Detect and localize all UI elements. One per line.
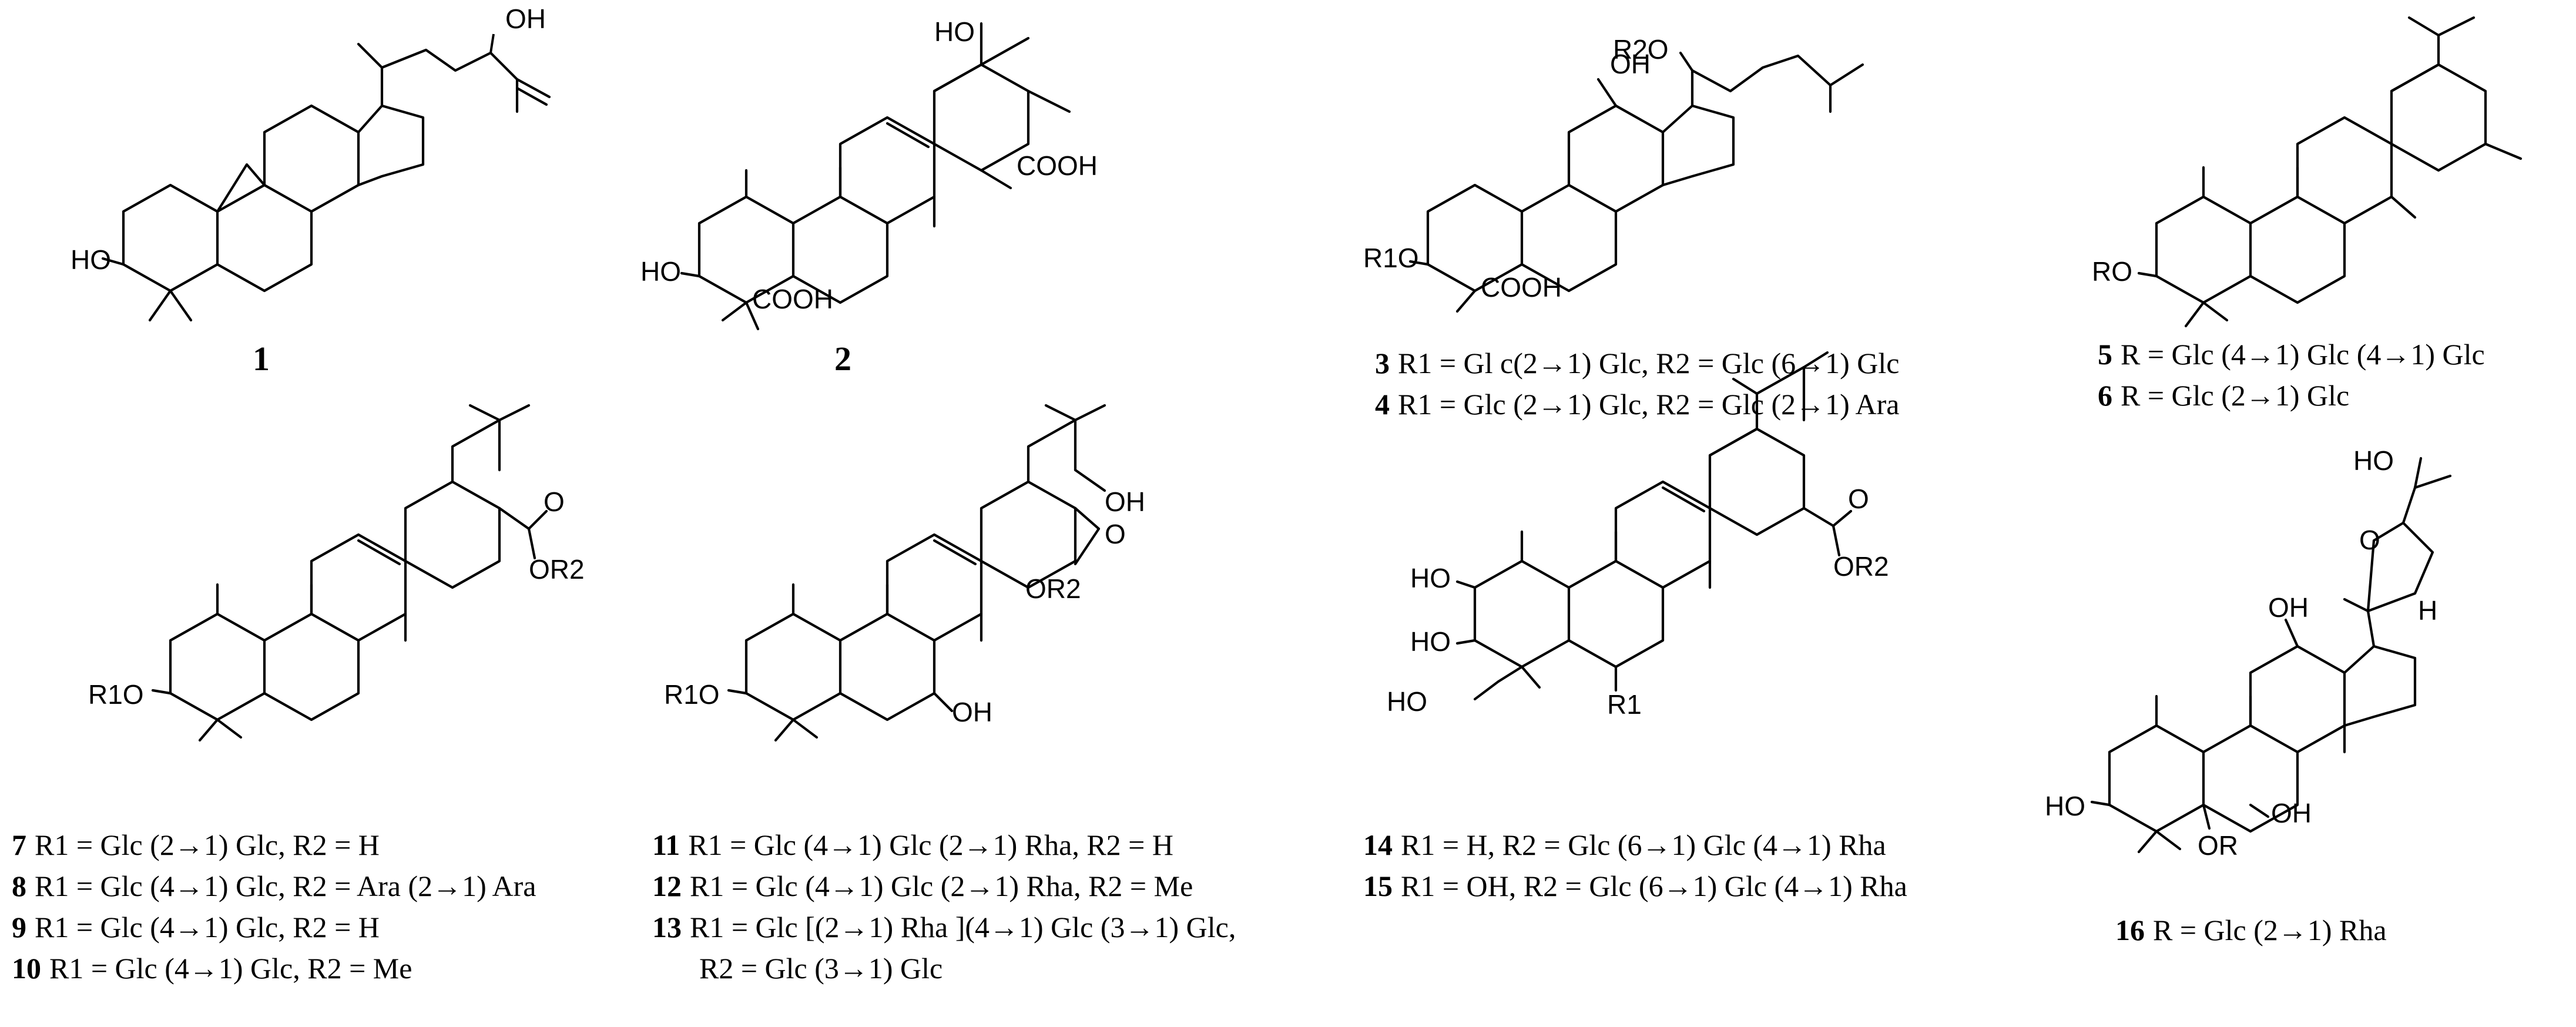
compound-11-o: O xyxy=(1105,519,1126,549)
caption-8-text: R1 = Glc (4→1) Glc, R2 = Ara (2→1) Ara xyxy=(35,870,536,902)
compound-2-ho-top: HO xyxy=(934,16,975,47)
caption-13-text: R1 = Glc [(2→1) Rha ](4→1) Glc (3→1) Glc… xyxy=(690,911,1236,944)
compound-14-or2: OR2 xyxy=(1833,551,1889,582)
compound-14-ho-2: HO xyxy=(1410,626,1451,657)
caption-9: 9 R1 = Glc (4→1) Glc, R2 = H xyxy=(12,911,380,944)
caption-7-number: 7 xyxy=(12,828,26,861)
compound-7-structure: O OR2 R1O xyxy=(88,404,585,742)
compound-14-structure: O OR2 HO HO HO R1 xyxy=(1387,351,1889,720)
caption-2: 2 xyxy=(834,340,851,378)
compound-14-ho-1: HO xyxy=(1410,563,1451,593)
caption-3-text: R1 = Gl c(2→1) Glc, R2 = Glc (6→1) Glc xyxy=(1398,347,1899,380)
caption-6-text: R = Glc (2→1) Glc xyxy=(2121,379,2349,412)
compound-14-ho-3: HO xyxy=(1387,686,1427,717)
compound-1-ho-left: HO xyxy=(71,244,111,275)
compound-16-h: H xyxy=(2418,595,2437,626)
caption-5: 5 R = Glc (4→1) Glc (4→1) Glc xyxy=(2098,338,2485,371)
caption-5-number: 5 xyxy=(2098,338,2112,371)
compound-2-cooh-bottom: COOH xyxy=(752,284,833,314)
compound-5-ro: RO xyxy=(2092,256,2132,287)
caption-12-number: 12 xyxy=(652,870,682,902)
compound-11-or2: OR2 xyxy=(1025,573,1081,604)
caption-12-text: R1 = Glc (4→1) Glc (2→1) Rha, R2 = Me xyxy=(690,870,1193,902)
compound-3-cooh: COOH xyxy=(1481,272,1562,303)
compound-2-cooh-right: COOH xyxy=(1017,150,1098,181)
compound-11-oh-b: OH xyxy=(952,697,992,727)
compound-1-structure: OH HO xyxy=(71,4,551,322)
caption-8: 8 R1 = Glc (4→1) Glc, R2 = Ara (2→1) Ara xyxy=(12,870,536,902)
compound-7-or2: OR2 xyxy=(529,554,585,585)
caption-7: 7 R1 = Glc (2→1) Glc, R2 = H xyxy=(12,828,380,861)
caption-4-text: R1 = Glc (2→1) Glc, R2 = Glc (2→1) Ara xyxy=(1398,388,1899,421)
caption-9-number: 9 xyxy=(12,911,26,944)
compound-16-o-ring: O xyxy=(2359,525,2380,555)
compound-11-structure: OH O OR2 R1O OH xyxy=(664,404,1145,742)
caption-4-number: 4 xyxy=(1375,388,1390,421)
caption-10-text: R1 = Glc (4→1) Glc, R2 = Me xyxy=(49,952,412,985)
compound-11-oh-top: OH xyxy=(1105,486,1145,517)
compound-16-oh-right: OH xyxy=(2271,798,2312,828)
caption-13-continued: R2 = Glc (3→1) Glc xyxy=(699,952,942,985)
compound-16-structure: HO O H OH HO OH OR xyxy=(2045,445,2452,861)
compound-16-oh-mid: OH xyxy=(2268,592,2309,623)
compound-1-oh-top: OH xyxy=(505,4,546,34)
caption-5-text: R = Glc (4→1) Glc (4→1) Glc xyxy=(2121,338,2485,371)
compound-11-r1o: R1O xyxy=(664,679,720,710)
caption-1: 1 xyxy=(253,340,270,378)
compound-3-r2o: R2O xyxy=(1613,34,1669,65)
compound-7-o: O xyxy=(544,486,565,517)
compound-14-o: O xyxy=(1848,484,1869,514)
caption-6-number: 6 xyxy=(2098,379,2112,412)
caption-11-number: 11 xyxy=(652,828,680,861)
caption-6: 6 R = Glc (2→1) Glc xyxy=(2098,379,2349,412)
caption-14-text: R1 = H, R2 = Glc (6→1) Glc (4→1) Rha xyxy=(1401,828,1886,861)
caption-16-text: R = Glc (2→1) Rha xyxy=(2153,914,2387,947)
caption-11-text: R1 = Glc (4→1) Glc (2→1) Rha, R2 = H xyxy=(688,828,1173,861)
caption-10-number: 10 xyxy=(12,952,41,985)
caption-14-number: 14 xyxy=(1363,828,1393,861)
caption-15-text: R1 = OH, R2 = Glc (6→1) Glc (4→1) Rha xyxy=(1401,870,1907,902)
caption-7-text: R1 = Glc (2→1) Glc, R2 = H xyxy=(35,828,380,861)
compound-2-ho-left: HO xyxy=(640,256,681,287)
caption-3-number: 3 xyxy=(1375,347,1390,380)
caption-13-number: 13 xyxy=(652,911,682,944)
caption-15-number: 15 xyxy=(1363,870,1393,902)
caption-8-number: 8 xyxy=(12,870,26,902)
compound-2-structure: HO COOH HO COOH xyxy=(640,16,1098,331)
compound-3-oh: OH xyxy=(1610,49,1651,79)
caption-16-number: 16 xyxy=(2115,914,2145,947)
compound-16-ho-left: HO xyxy=(2045,791,2085,821)
caption-9-text: R1 = Glc (4→1) Glc, R2 = H xyxy=(35,911,380,944)
compound-3-structure: OH R2O R1O COOH xyxy=(1363,34,1864,313)
compound-5-structure: RO xyxy=(2092,16,2523,328)
compound-16-or: OR xyxy=(2198,830,2238,861)
compound-14-r1: R1 xyxy=(1607,689,1642,720)
compound-16-ho-top: HO xyxy=(2353,445,2394,476)
compound-7-r1o: R1O xyxy=(88,679,144,710)
compound-3-r1o: R1O xyxy=(1363,243,1419,273)
